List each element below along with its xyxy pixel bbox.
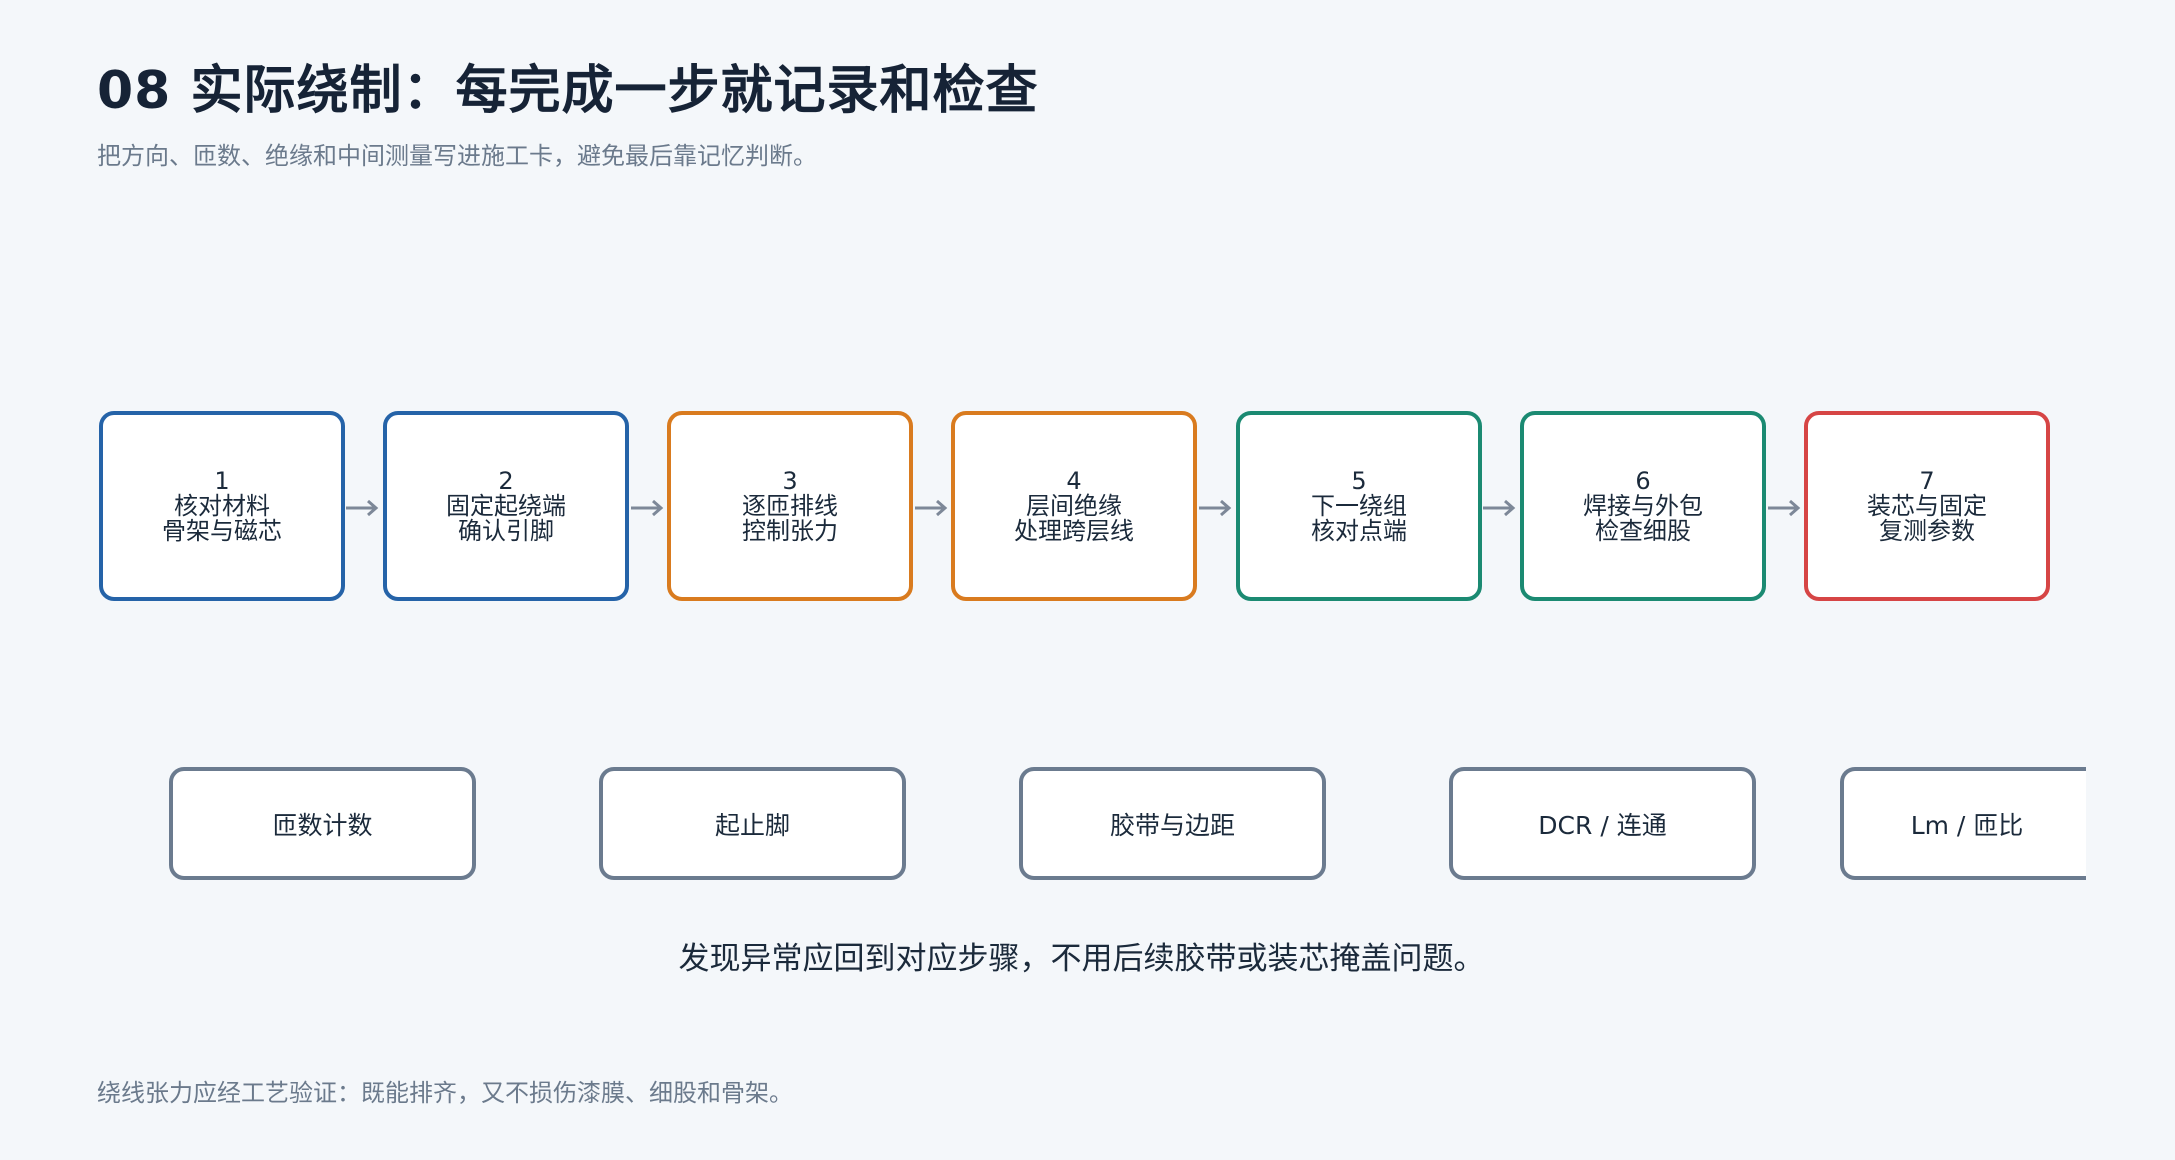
- step-title: 核对材料: [174, 491, 270, 520]
- check-start-end-pins: 起止脚: [599, 767, 906, 880]
- page-title: 08 实际绕制：每完成一步就记录和检查: [97, 61, 1039, 121]
- step-number: 7: [1919, 466, 1935, 495]
- step-detail: 控制张力: [742, 516, 838, 545]
- step-title: 下一绕组: [1311, 491, 1407, 520]
- step-number: 1: [214, 466, 230, 495]
- step-number: 5: [1351, 466, 1367, 495]
- step-7-box: 7 装芯与固定 复测参数: [1804, 411, 2050, 601]
- arrow-right-icon: [1483, 499, 1516, 517]
- step-3-box: 3 逐匝排线 控制张力: [667, 411, 913, 601]
- step-detail: 核对点端: [1311, 516, 1407, 545]
- note-text: 发现异常应回到对应步骤，不用后续胶带或装芯掩盖问题。: [678, 941, 1485, 977]
- step-detail: 复测参数: [1879, 516, 1975, 545]
- arrow-right-icon: [631, 499, 664, 517]
- step-title: 焊接与外包: [1583, 491, 1703, 520]
- step-4-box: 4 层间绝缘 处理跨层线: [951, 411, 1197, 601]
- arrow-right-icon: [1199, 499, 1232, 517]
- step-6-box: 6 焊接与外包 检查细股: [1520, 411, 1766, 601]
- step-2-box: 2 固定起绕端 确认引脚: [383, 411, 629, 601]
- step-number: 2: [498, 466, 514, 495]
- step-number: 3: [782, 466, 798, 495]
- check-lm-turns-ratio: Lm / 匝比: [1840, 767, 2086, 880]
- step-title: 装芯与固定: [1867, 491, 1987, 520]
- step-title: 固定起绕端: [446, 491, 566, 520]
- step-title: 层间绝缘: [1026, 491, 1122, 520]
- check-tape-margin: 胶带与边距: [1019, 767, 1326, 880]
- step-5-box: 5 下一绕组 核对点端: [1236, 411, 1482, 601]
- check-turn-count: 匝数计数: [169, 767, 476, 880]
- step-1-box: 1 核对材料 骨架与磁芯: [99, 411, 345, 601]
- arrow-right-icon: [346, 499, 379, 517]
- arrow-right-icon: [1768, 499, 1801, 517]
- arrow-right-icon: [915, 499, 948, 517]
- step-detail: 处理跨层线: [1014, 516, 1134, 545]
- page-subtitle: 把方向、匝数、绝缘和中间测量写进施工卡，避免最后靠记忆判断。: [97, 142, 817, 170]
- footer-note: 绕线张力应经工艺验证：既能排齐，又不损伤漆膜、细股和骨架。: [97, 1079, 793, 1107]
- step-detail: 检查细股: [1595, 516, 1691, 545]
- step-detail: 确认引脚: [458, 516, 554, 545]
- check-dcr-continuity: DCR / 连通: [1449, 767, 1756, 880]
- step-number: 6: [1635, 466, 1651, 495]
- step-number: 4: [1066, 466, 1082, 495]
- step-title: 逐匝排线: [742, 491, 838, 520]
- step-detail: 骨架与磁芯: [162, 516, 282, 545]
